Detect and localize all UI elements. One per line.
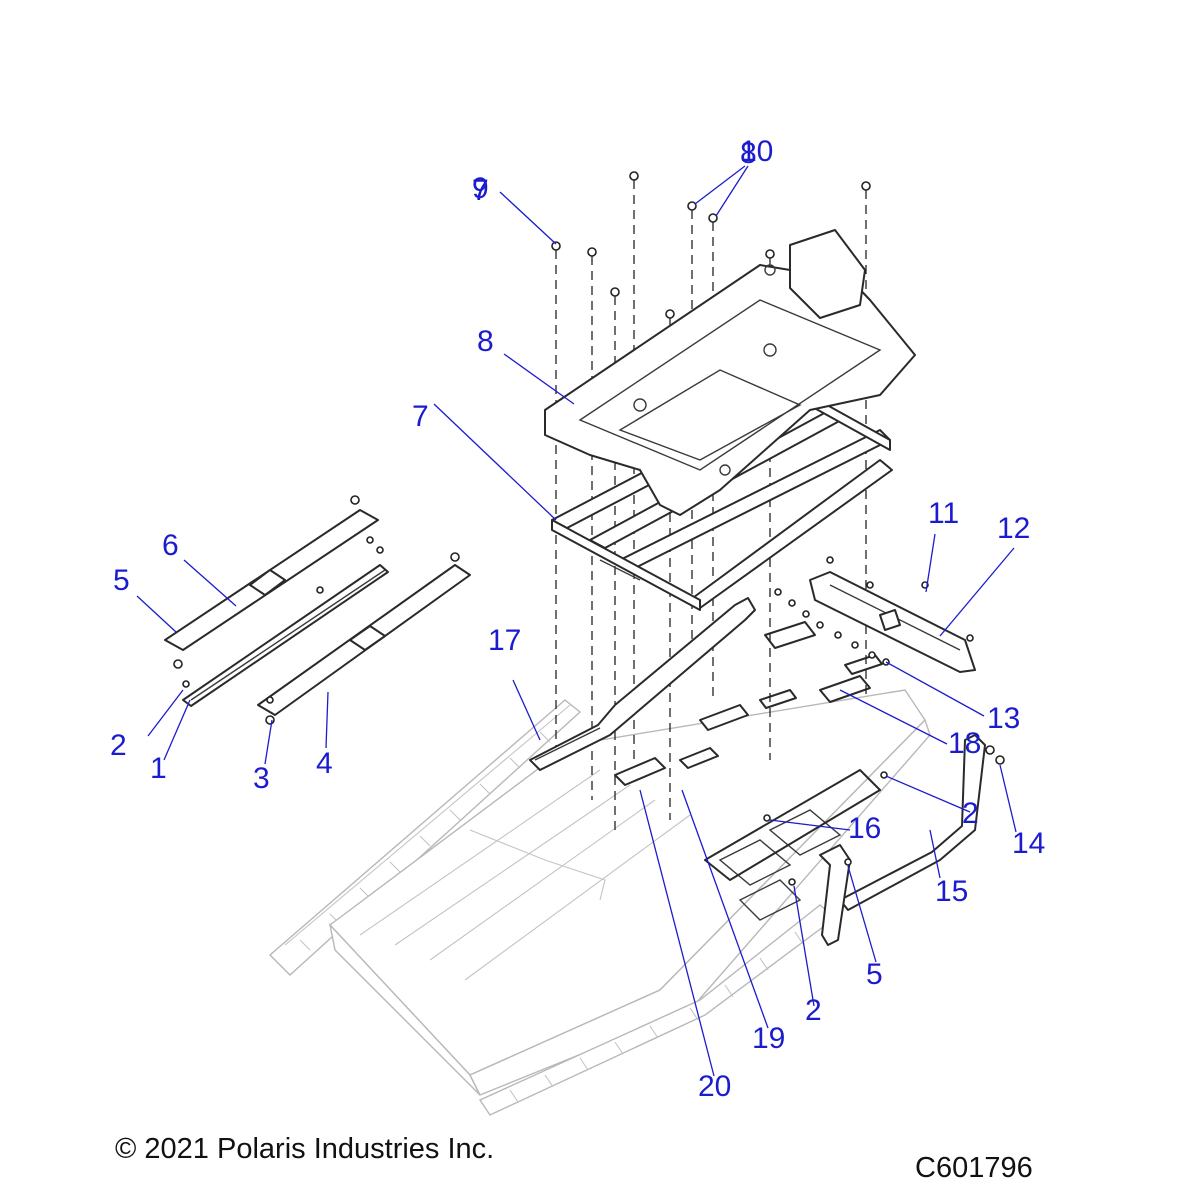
grab-handle-left [529, 597, 756, 771]
callout-10: 8 [740, 137, 757, 170]
tunnel-assembly [268, 621, 931, 1116]
diagram-code: C601796 [915, 1152, 1033, 1184]
callout-9: 7 [472, 174, 489, 207]
bolts-top [551, 171, 871, 319]
rack-tray [544, 229, 916, 516]
side-bracket [774, 556, 976, 673]
callout-labels: 7 8 [472, 137, 757, 207]
tunnel-hardware [763, 771, 888, 886]
leader-lines [136, 165, 1017, 1077]
copyright-notice: © 2021 Polaris Industries Inc. [115, 1133, 495, 1165]
grab-handle-right [819, 734, 1005, 946]
side-rails-left [164, 495, 471, 725]
